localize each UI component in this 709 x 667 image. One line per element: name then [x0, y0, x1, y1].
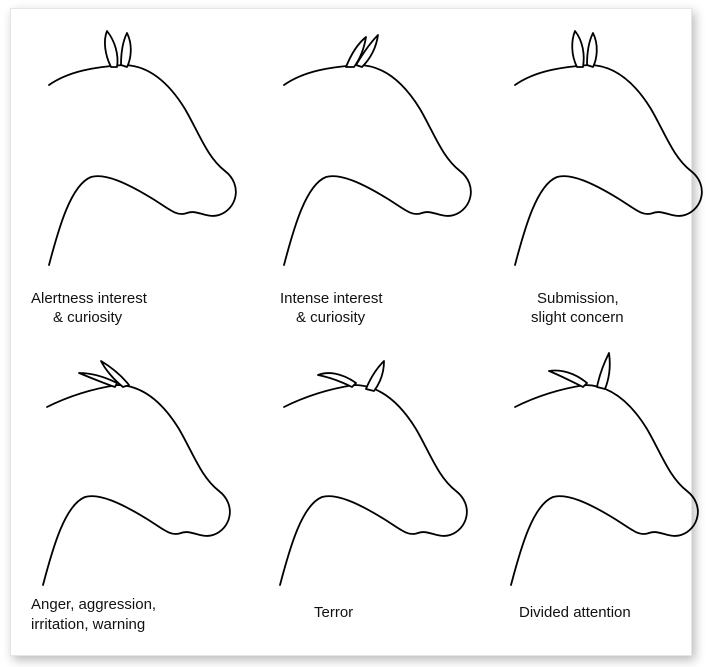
panel-alertness: Alertness interest & curiosity: [31, 27, 251, 347]
panel-submission: Submission, slight concern: [501, 27, 709, 347]
caption-line2: irritation, warning: [31, 615, 145, 634]
caption-line1: Submission,: [537, 289, 619, 308]
caption-line2: & curiosity: [296, 308, 365, 327]
horse-head-upright-ears-icon: [501, 27, 709, 297]
caption-line1: Divided attention: [519, 603, 631, 622]
caption-line2: slight concern: [531, 308, 624, 327]
caption-line1: Alertness interest: [31, 289, 147, 308]
horse-head-forward-ears-icon: [266, 27, 486, 297]
figure-frame: Alertness interest & curiosity Intense i…: [10, 8, 692, 656]
caption-line1: Intense interest: [280, 289, 383, 308]
horse-head-divided-ears-icon: [501, 347, 709, 617]
horse-head-alert-ears-icon: [31, 27, 251, 297]
caption-line2: & curiosity: [53, 308, 122, 327]
horse-head-split-ears-icon: [266, 347, 486, 617]
panel-intense-interest: Intense interest & curiosity: [266, 27, 486, 347]
caption-line1: Terror: [314, 603, 353, 622]
horse-head-pinned-ears-icon: [31, 347, 251, 617]
panel-terror: Terror: [266, 347, 486, 667]
panel-anger: Anger, aggression, irritation, warning: [31, 347, 251, 667]
caption-line1: Anger, aggression,: [31, 595, 156, 614]
panel-divided-attention: Divided attention: [501, 347, 709, 667]
